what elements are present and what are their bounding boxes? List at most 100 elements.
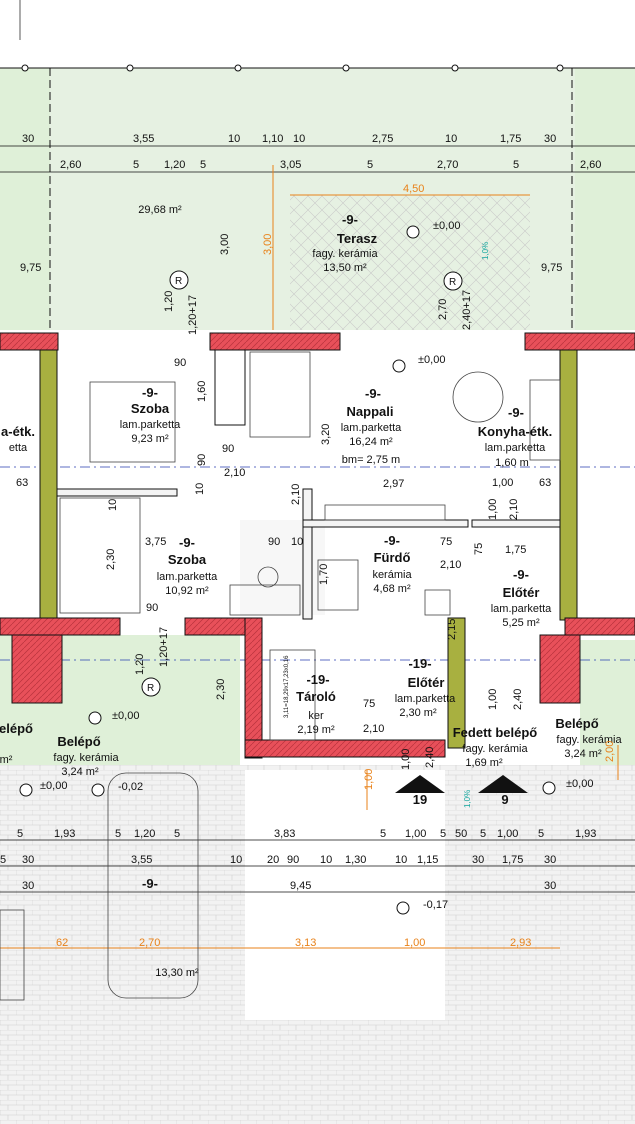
svg-text:10: 10 — [230, 854, 242, 866]
svg-text:2,00: 2,00 — [604, 741, 616, 762]
svg-text:10: 10 — [320, 854, 332, 866]
svg-text:1,75: 1,75 — [502, 854, 523, 866]
svg-text:1,93: 1,93 — [575, 828, 596, 840]
svg-text:2,97: 2,97 — [383, 478, 404, 490]
fence — [0, 64, 635, 72]
svg-text:30: 30 — [544, 133, 556, 145]
svg-text:3,55: 3,55 — [133, 133, 154, 145]
svg-text:30: 30 — [22, 880, 34, 892]
svg-text:3,55: 3,55 — [131, 854, 152, 866]
svg-text:1,00: 1,00 — [487, 689, 499, 710]
svg-text:-0,17: -0,17 — [423, 899, 448, 911]
svg-text:1,00: 1,00 — [487, 499, 499, 520]
svg-text:3,05: 3,05 — [280, 159, 301, 171]
svg-text:5: 5 — [174, 828, 180, 840]
svg-text:±0,00: ±0,00 — [418, 354, 445, 366]
svg-text:-9-: -9- — [142, 385, 158, 400]
svg-text:1,0%: 1,0% — [463, 790, 472, 808]
room-entry-left-edge: elépő m² — [0, 721, 33, 766]
svg-text:10: 10 — [291, 536, 303, 548]
svg-text:±0,00: ±0,00 — [566, 778, 593, 790]
svg-text:Előtér: Előtér — [408, 675, 445, 690]
room-entry-left: Belépő fagy. kerámia 3,24 m² — [53, 734, 119, 778]
svg-text:1,20: 1,20 — [134, 654, 146, 675]
svg-text:2,40: 2,40 — [512, 689, 524, 710]
svg-text:-9-: -9- — [508, 405, 524, 420]
svg-text:1,75: 1,75 — [500, 133, 521, 145]
svg-text:75: 75 — [363, 698, 375, 710]
svg-text:lam.parketta: lam.parketta — [485, 442, 546, 454]
yard-area: 29,68 m² — [138, 204, 182, 216]
svg-text:1,60: 1,60 — [196, 381, 208, 402]
svg-text:30: 30 — [22, 133, 34, 145]
svg-text:1,00: 1,00 — [492, 477, 513, 489]
svg-text:3,83: 3,83 — [274, 828, 295, 840]
svg-text:5: 5 — [380, 828, 386, 840]
svg-text:fagy. kerámia: fagy. kerámia — [556, 734, 622, 746]
svg-text:63: 63 — [16, 477, 28, 489]
svg-text:2,15: 2,15 — [446, 619, 458, 640]
svg-text:1,00: 1,00 — [400, 749, 412, 770]
svg-text:elépő: elépő — [0, 721, 33, 736]
room-storage: -19- Tároló ker 2,19 m² — [296, 672, 336, 736]
svg-text:1,00: 1,00 — [404, 937, 425, 949]
svg-text:Belépő: Belépő — [57, 734, 100, 749]
svg-text:5: 5 — [133, 159, 139, 171]
svg-text:20: 20 — [267, 854, 279, 866]
svg-text:2,93: 2,93 — [510, 937, 531, 949]
svg-text:10: 10 — [228, 133, 240, 145]
svg-text:3,11=18,29x17,23x0,16: 3,11=18,29x17,23x0,16 — [284, 655, 290, 718]
site-background — [0, 68, 635, 1124]
svg-text:±0,00: ±0,00 — [112, 710, 139, 722]
svg-text:2,19 m²: 2,19 m² — [297, 724, 335, 736]
room-room1: -9- Szoba lam.parketta 9,23 m² — [120, 385, 181, 445]
svg-text:5: 5 — [440, 828, 446, 840]
svg-text:lam.parketta: lam.parketta — [341, 422, 402, 434]
svg-text:Tároló: Tároló — [296, 689, 336, 704]
svg-text:5: 5 — [200, 159, 206, 171]
svg-text:m²: m² — [0, 754, 13, 766]
svg-text:Előtér: Előtér — [503, 585, 540, 600]
svg-text:1,10: 1,10 — [262, 133, 283, 145]
svg-text:2,30: 2,30 — [215, 679, 227, 700]
svg-text:Konyha-étk.: Konyha-étk. — [478, 424, 552, 439]
furniture — [0, 351, 561, 1001]
level-marks: ±0,00 ±0,00 ±0,00 ±0,00 -0,02 ±0,00 -0,1… — [19, 220, 593, 915]
svg-text:9,23 m²: 9,23 m² — [131, 433, 169, 445]
room-entry-right: Belépő fagy. kerámia 3,24 m² — [555, 716, 622, 760]
dims-bottom-row2: 5 30 3,55 10 20 90 10 1,30 10 1,15 30 1,… — [0, 854, 556, 866]
room-room2: -9- Szoba lam.parketta 10,92 m² — [157, 535, 218, 597]
svg-text:3,00: 3,00 — [262, 234, 274, 255]
svg-text:90: 90 — [268, 536, 280, 548]
svg-text:1,15: 1,15 — [417, 854, 438, 866]
slope-marks: 1,0% 1,0% — [463, 242, 490, 808]
svg-text:lam.parketta: lam.parketta — [120, 419, 181, 431]
svg-text:9,45: 9,45 — [290, 880, 311, 892]
svg-text:30: 30 — [544, 854, 556, 866]
svg-text:-9-: -9- — [179, 535, 195, 550]
svg-text:2,70: 2,70 — [437, 159, 458, 171]
svg-text:30: 30 — [472, 854, 484, 866]
svg-text:9,75: 9,75 — [20, 262, 41, 274]
svg-text:3,13: 3,13 — [295, 937, 316, 949]
svg-text:2,75: 2,75 — [372, 133, 393, 145]
svg-text:3,75: 3,75 — [145, 536, 166, 548]
svg-text:1,70: 1,70 — [318, 564, 330, 585]
svg-text:1,00: 1,00 — [405, 828, 426, 840]
svg-text:10: 10 — [445, 133, 457, 145]
svg-text:Belépő: Belépő — [555, 716, 598, 731]
svg-text:5: 5 — [513, 159, 519, 171]
svg-text:1,20+17: 1,20+17 — [187, 295, 199, 335]
room-bath: -9- Fürdő kerámia 4,68 m² — [372, 533, 412, 595]
svg-text:Fedett belépő: Fedett belépő — [453, 725, 538, 740]
room-hall-right: -9- Előtér lam.parketta 5,25 m² — [491, 567, 552, 629]
svg-text:62: 62 — [56, 937, 68, 949]
svg-text:Szoba: Szoba — [168, 552, 207, 567]
svg-text:9,75: 9,75 — [541, 262, 562, 274]
svg-text:1,20+17: 1,20+17 — [158, 627, 170, 667]
svg-text:-0,02: -0,02 — [118, 781, 143, 793]
dims-bottom-row3: 30 9,45 30 — [22, 880, 556, 892]
dims-bottom-row4: 62 2,70 3,13 1,00 2,93 — [56, 937, 531, 949]
svg-text:30: 30 — [544, 880, 556, 892]
